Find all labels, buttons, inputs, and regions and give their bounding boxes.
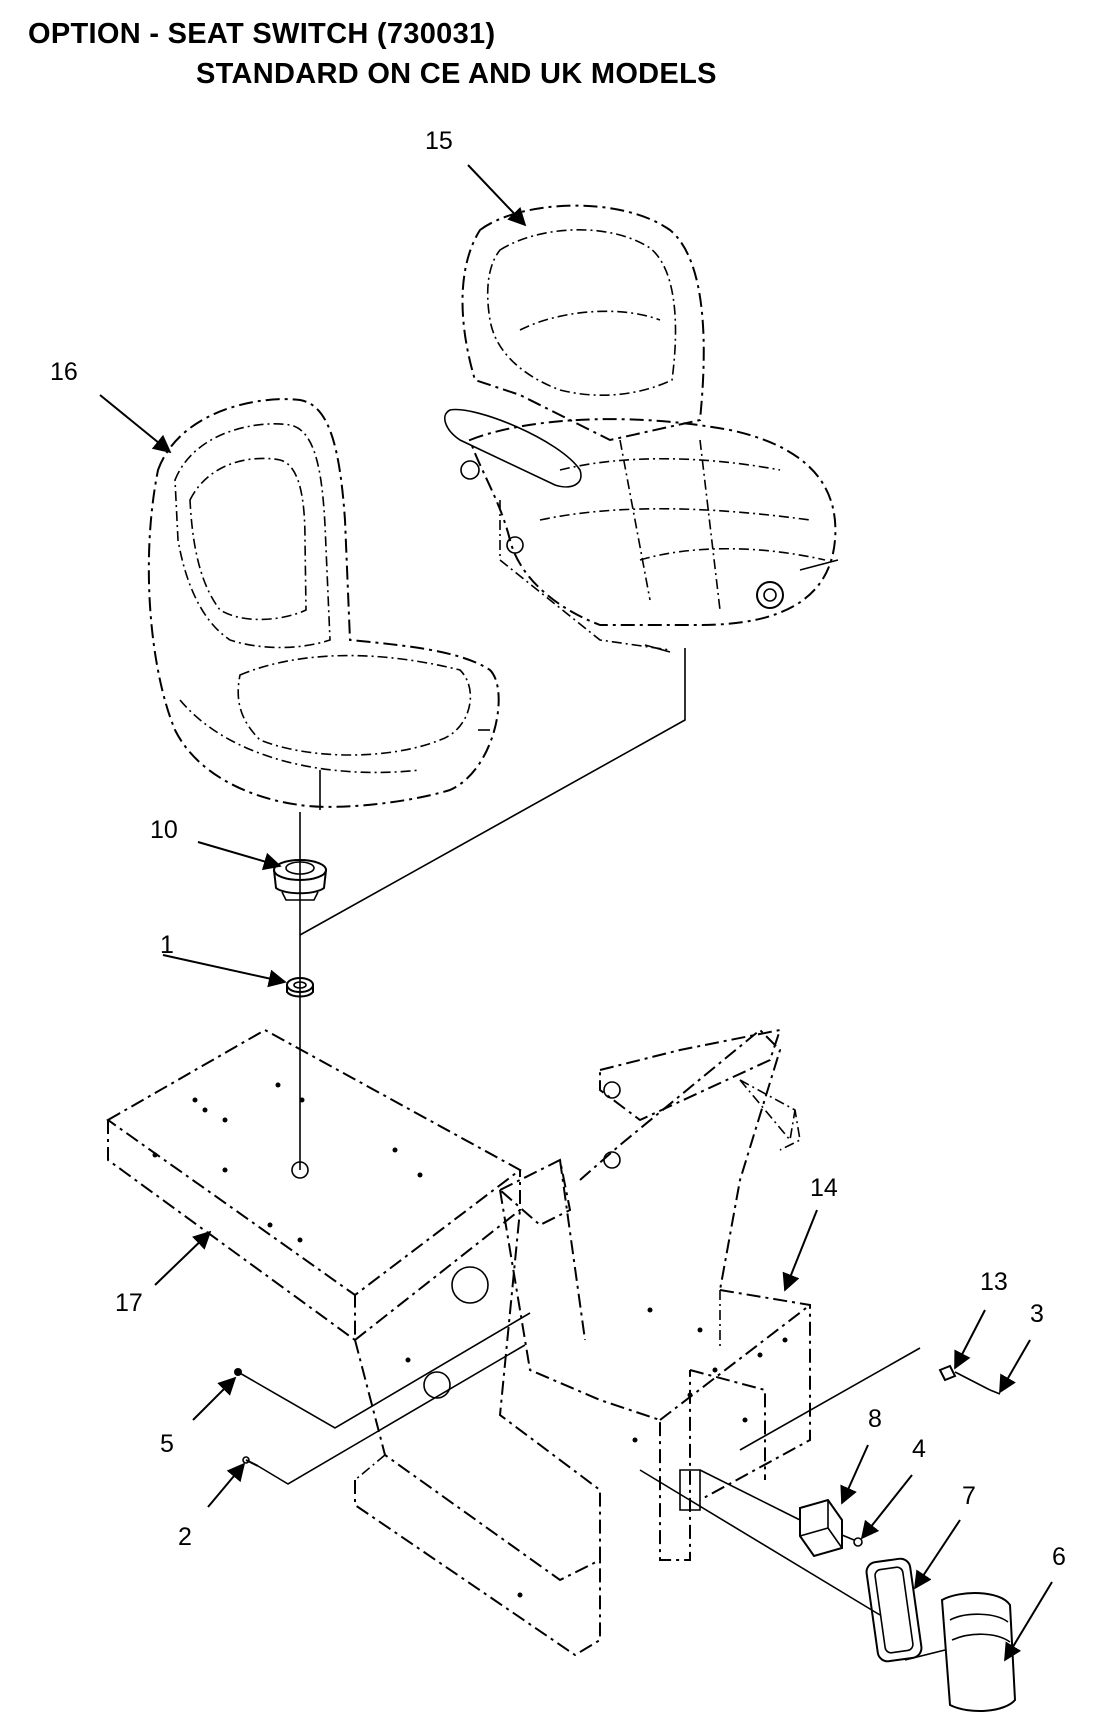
callout-7: 7 [962,1482,976,1510]
diagram-title-line2: STANDARD ON CE AND UK MODELS [196,58,717,90]
callout-5: 5 [160,1430,174,1458]
callout-arrows [99,164,1053,1662]
cover-part-6 [904,1592,1017,1712]
control-tower-part-14 [405,1028,811,1598]
callout-14: 14 [810,1174,838,1202]
callout-6: 6 [1052,1543,1066,1571]
nut-part-1 [286,977,314,998]
screw-part-5 [234,1312,531,1429]
callout-16: 16 [50,358,78,386]
callout-8: 8 [868,1405,882,1433]
callout-17: 17 [115,1289,143,1317]
callout-4: 4 [912,1435,926,1463]
wire-part-3 [989,1389,1001,1395]
seat-plate-part-17 [106,1028,601,1657]
screw-part-4 [841,1534,863,1547]
suspension-seat-part-15 [444,204,839,653]
assembly-connector-lines [299,648,686,1170]
callout-13: 13 [980,1268,1008,1296]
callout-15: 15 [425,127,453,155]
callout-2: 2 [178,1523,192,1551]
callout-10: 10 [150,816,178,844]
bucket-seat-part-16 [147,398,500,810]
screw-part-2 [242,1344,526,1485]
callout-3: 3 [1030,1300,1044,1328]
gasket-part-7 [639,1469,923,1663]
callout-1: 1 [160,931,174,959]
relay-part-8 [699,1469,843,1558]
connector-part-13 [739,1347,991,1451]
diagram-title-line1: OPTION - SEAT SWITCH (730031) [28,18,496,50]
